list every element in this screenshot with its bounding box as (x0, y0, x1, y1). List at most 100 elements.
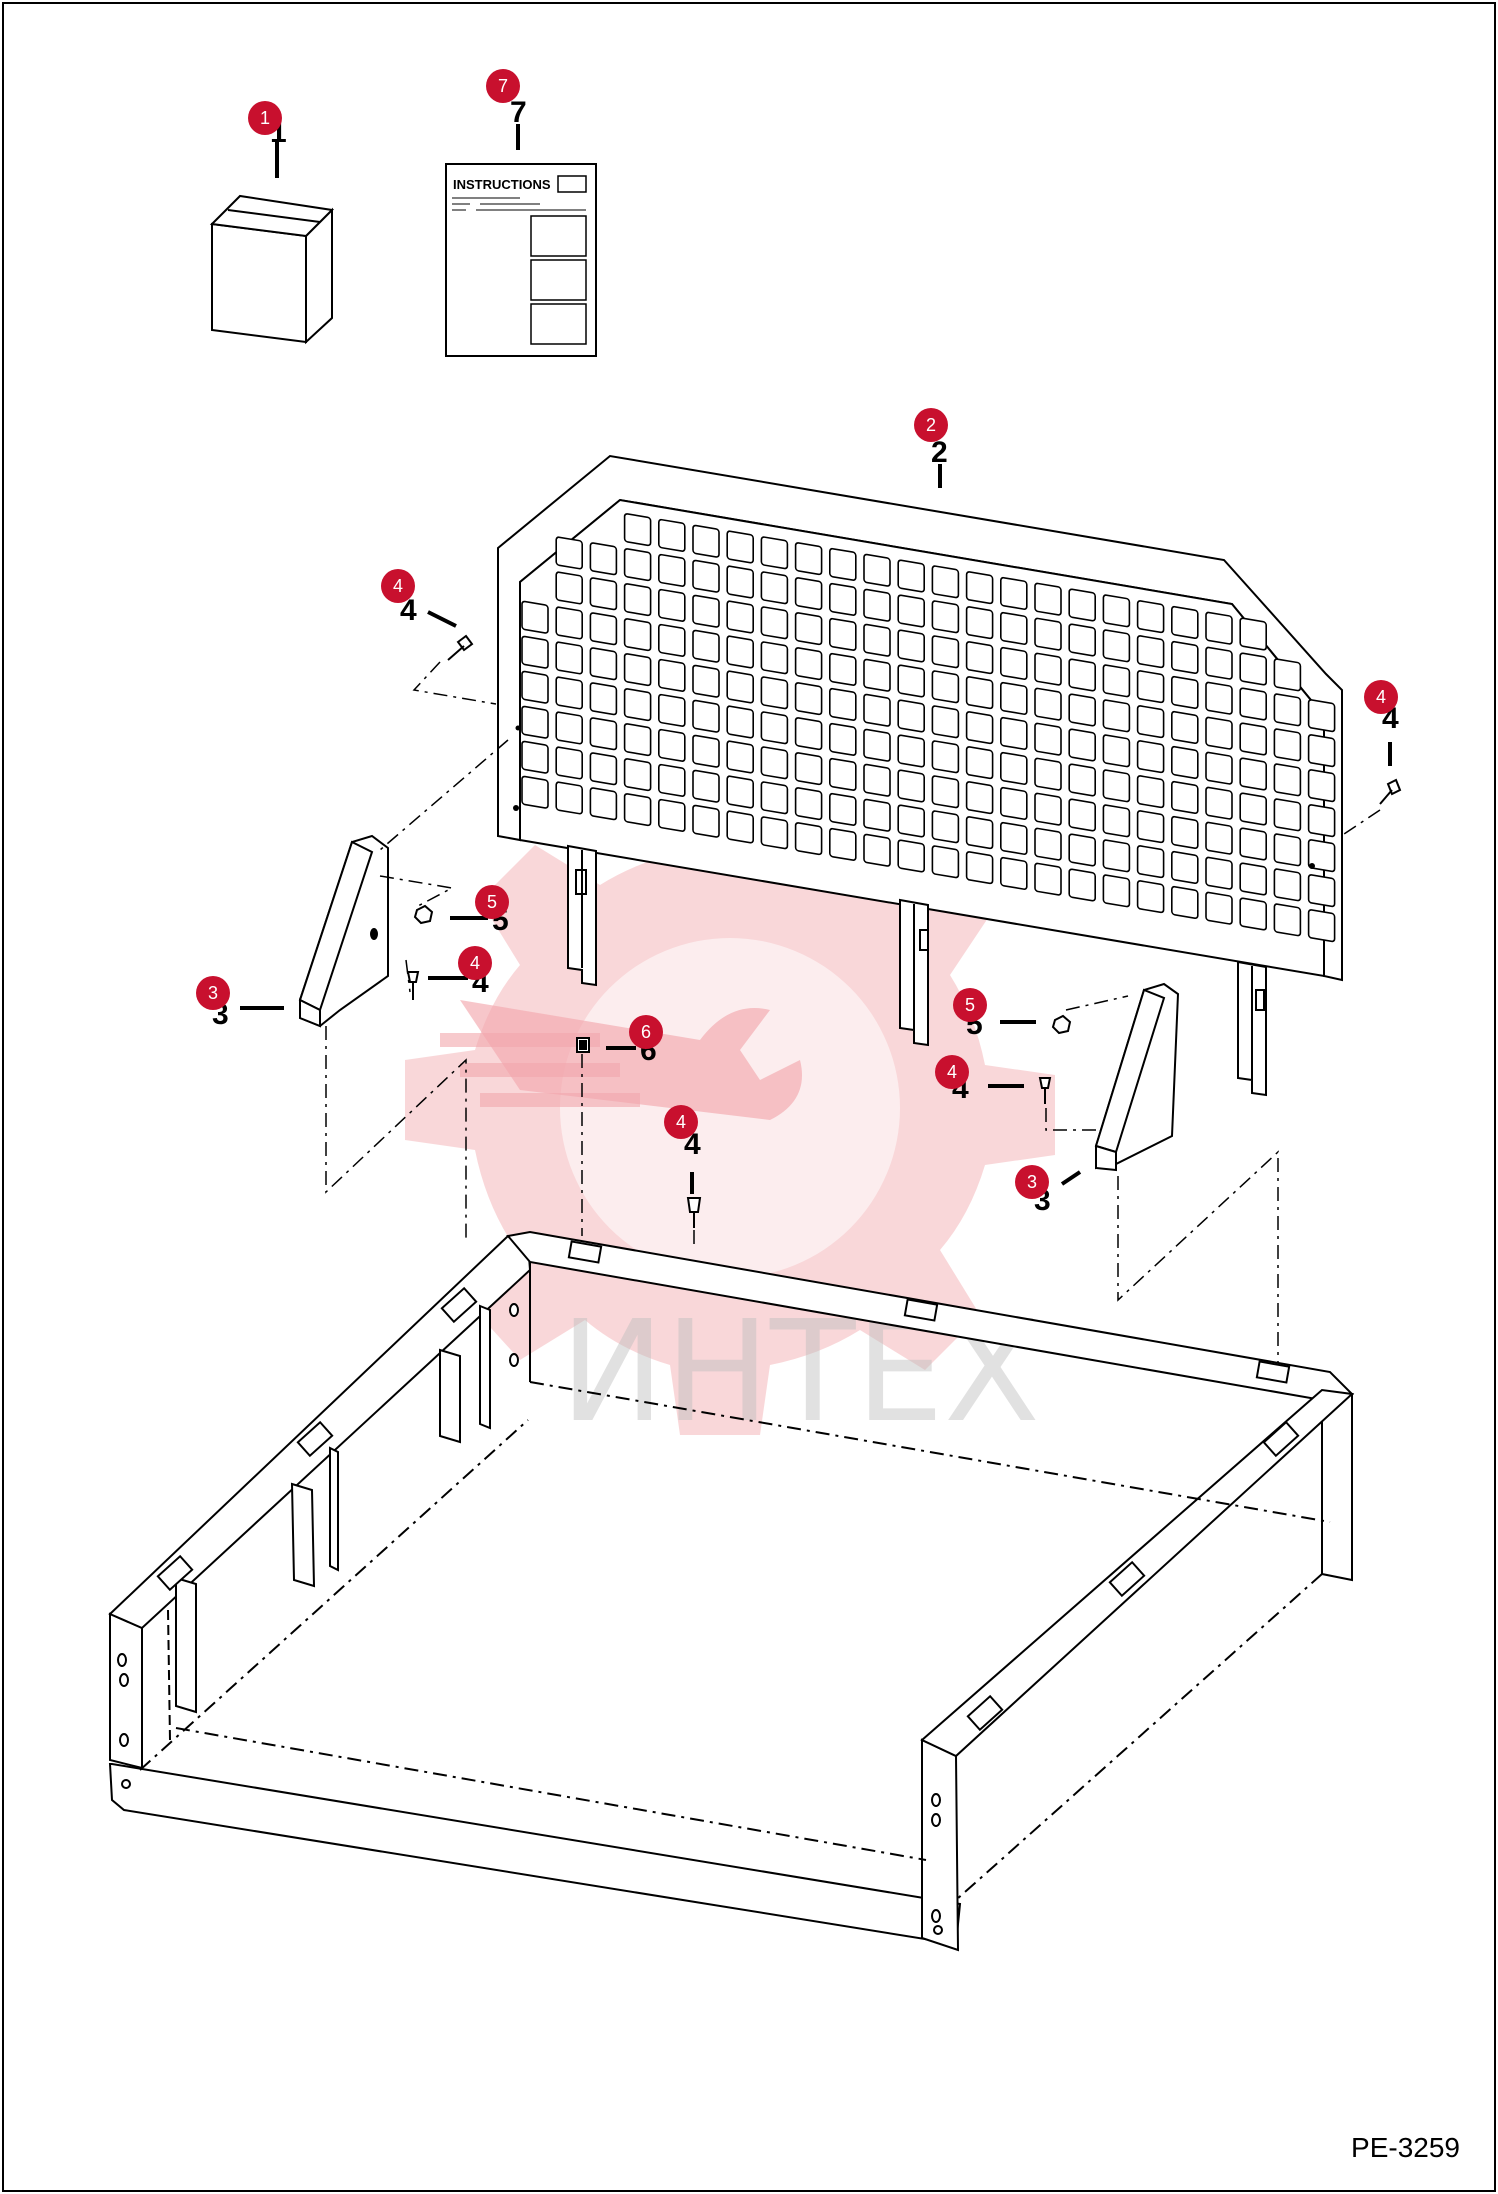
part-2-mesh-panel (497, 454, 1343, 1097)
mesh-opening (999, 786, 1028, 820)
mesh-opening (521, 635, 549, 669)
mesh-opening (1102, 664, 1131, 698)
mesh-opening (555, 711, 584, 745)
mesh-opening (1102, 874, 1131, 908)
watermark-speed-lines (440, 1033, 640, 1107)
mesh-opening (1102, 594, 1131, 628)
mesh-opening (1068, 798, 1096, 832)
cage-nut-6 (576, 1037, 590, 1053)
mesh-opening (521, 740, 549, 774)
mesh-opening (931, 810, 960, 844)
mesh-opening (965, 851, 994, 885)
mesh-opening (1102, 769, 1131, 803)
mesh-opening (1171, 640, 1199, 674)
mesh-opening (1239, 897, 1267, 931)
svg-text:1: 1 (260, 108, 270, 128)
callout-5-right-nut: 5 (953, 988, 987, 1022)
watermark-wrench-icon (460, 1000, 802, 1120)
instructions-sheet-title: INSTRUCTIONS (453, 177, 551, 192)
mesh-opening (657, 798, 686, 832)
mesh-opening (965, 606, 994, 640)
base-frame (108, 1230, 1355, 1952)
svg-text:4: 4 (676, 1112, 686, 1132)
mesh-opening (1034, 652, 1062, 686)
mesh-opening (1273, 693, 1302, 727)
mesh-opening (1307, 769, 1336, 803)
mesh-opening (965, 641, 994, 675)
callout-4-left-bracket-bolt: 4 (458, 946, 492, 980)
mesh-opening (657, 763, 686, 797)
callout-4-left-panel-bolt: 4 (381, 569, 415, 603)
mesh-opening (760, 781, 789, 815)
mesh-opening (1205, 856, 1233, 890)
mesh-opening (1068, 728, 1096, 762)
svg-text:2: 2 (931, 436, 948, 469)
mesh-opening (1136, 670, 1165, 704)
mesh-opening (1239, 687, 1267, 721)
mesh-opening (623, 793, 652, 827)
mesh-opening (1239, 827, 1267, 861)
mesh-opening (1205, 891, 1233, 925)
bolt-4d (1038, 1077, 1052, 1104)
mesh-opening (794, 577, 823, 611)
mesh-opening (1068, 658, 1096, 692)
svg-text:4: 4 (470, 953, 480, 973)
mesh-opening (623, 548, 652, 582)
mesh-opening (1136, 740, 1165, 774)
mesh-opening (1171, 885, 1199, 919)
mesh-opening (828, 687, 857, 721)
mesh-opening (726, 740, 755, 774)
callout-3-right-bracket: 3 (1015, 1165, 1049, 1199)
part-1-box (209, 194, 335, 345)
mesh-opening (1171, 675, 1199, 709)
mesh-opening (589, 612, 618, 646)
mesh-opening (965, 711, 994, 745)
mesh-opening (555, 536, 584, 570)
mesh-opening (589, 717, 618, 751)
mesh-opening (657, 728, 686, 762)
mesh-opening (1034, 862, 1062, 896)
panel-legs (567, 844, 1267, 1097)
mesh-opening (1205, 646, 1233, 680)
mesh-opening (965, 571, 994, 605)
mesh-opening (999, 751, 1028, 785)
mesh-opening (1034, 722, 1062, 756)
assembly-guide-lines (325, 661, 1381, 1372)
mesh-opening (999, 646, 1028, 680)
part-7-instructions-sheet: INSTRUCTIONS (445, 163, 597, 357)
callout-6-cage-nut: 6 (629, 1015, 663, 1049)
mesh-opening (828, 652, 857, 686)
mesh-opening (965, 676, 994, 710)
mesh-opening (863, 623, 891, 657)
mesh-opening (897, 699, 926, 733)
mesh-opening (828, 827, 857, 861)
mesh-opening (1273, 658, 1302, 692)
mesh-opening (521, 775, 549, 809)
callout-leaders (240, 124, 1392, 1194)
callout-1: 1 (248, 101, 282, 135)
mesh-opening (1205, 611, 1233, 645)
mesh-opening (999, 611, 1028, 645)
part-3-right-bracket (1094, 982, 1180, 1172)
mesh-opening (1171, 745, 1199, 779)
svg-text:3: 3 (1027, 1172, 1037, 1192)
mesh-opening (1307, 909, 1336, 943)
bolt-4a (447, 634, 474, 661)
mesh-opening (863, 693, 891, 727)
svg-text:2: 2 (926, 415, 936, 435)
hardware (406, 634, 1402, 1228)
mesh-opening (760, 746, 789, 780)
mesh-opening (1171, 815, 1199, 849)
mesh-opening (1068, 588, 1096, 622)
mesh-opening (589, 542, 618, 576)
mesh-opening (521, 670, 549, 704)
mesh-opening (794, 647, 823, 681)
mesh-opening (1307, 699, 1336, 733)
mesh-opening (692, 629, 720, 663)
svg-text:4: 4 (400, 594, 417, 627)
mesh-opening (931, 845, 960, 879)
callout-2: 2 (914, 408, 948, 442)
mesh-opening (828, 792, 857, 826)
mesh-opening (1273, 903, 1302, 937)
mesh-opening (794, 612, 823, 646)
